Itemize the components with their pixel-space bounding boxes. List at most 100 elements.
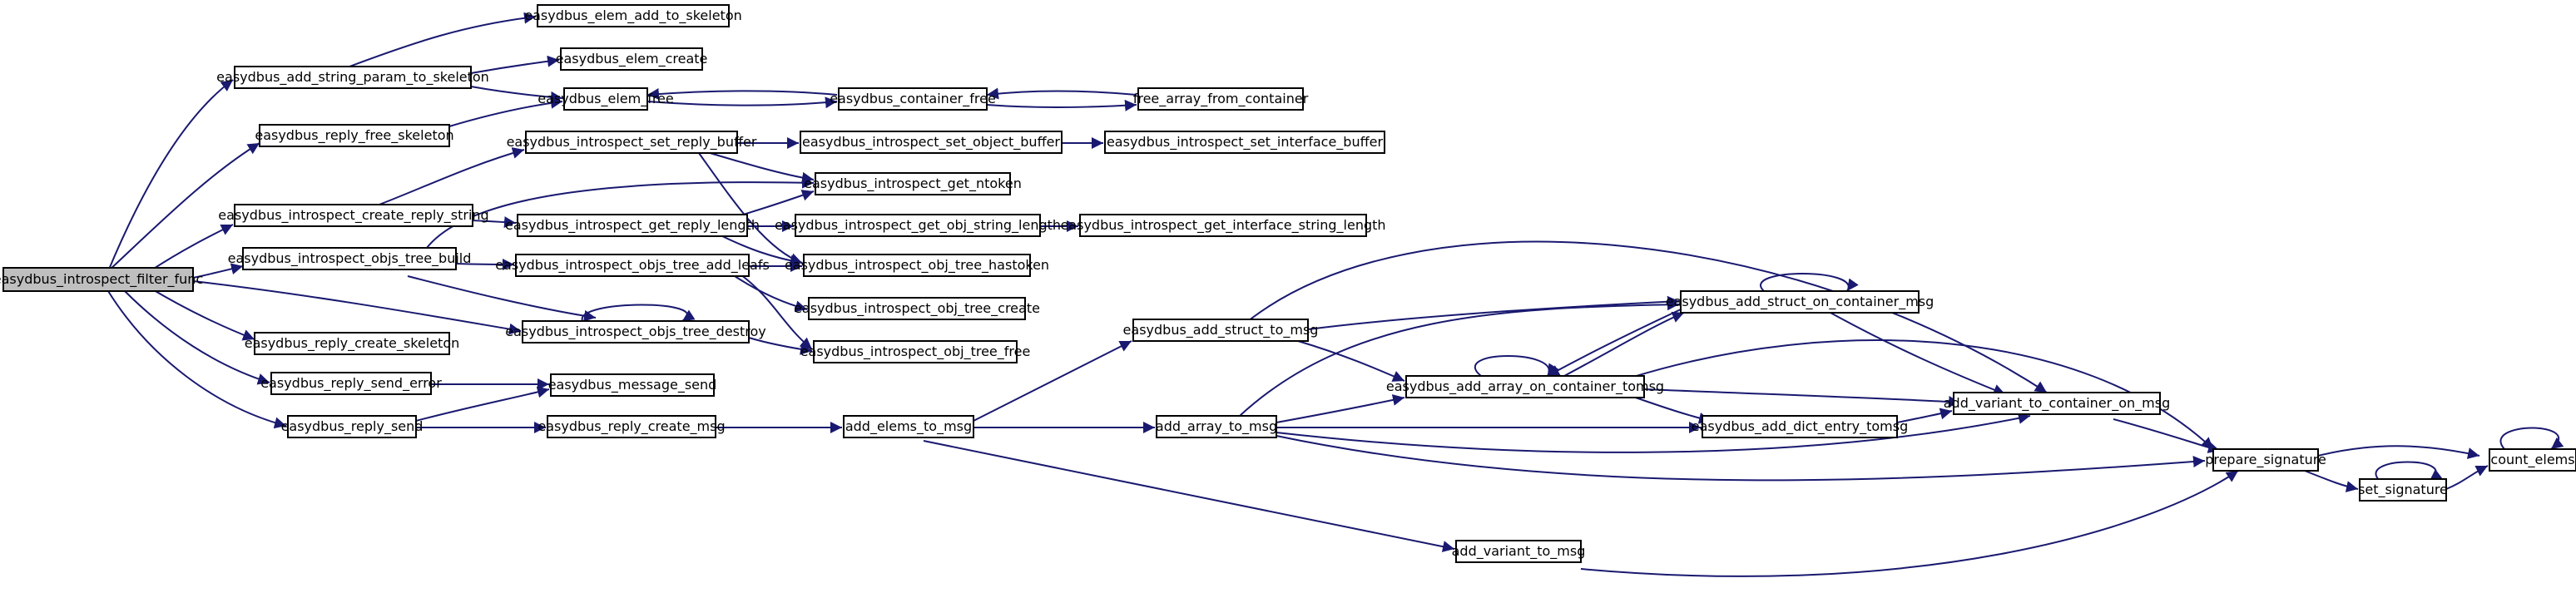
node-box bbox=[800, 131, 1063, 154]
node-elem-create[interactable]: easydbus_elem_create bbox=[556, 47, 708, 71]
edge-create-reply-string-get-reply-length bbox=[470, 216, 517, 229]
node-reply-send[interactable]: easydbus_reply_send bbox=[281, 415, 424, 438]
node-box bbox=[515, 254, 750, 277]
node-count-elems[interactable]: count_elems bbox=[2489, 448, 2576, 472]
node-box bbox=[813, 340, 1018, 363]
node-get-ntoken[interactable]: easydbus_introspect_get_ntoken bbox=[804, 172, 1022, 195]
node-objs-tree-build[interactable]: easydbus_introspect_objs_tree_build bbox=[228, 247, 472, 270]
node-add-struct-on-container[interactable]: easydbus_add_struct_on_container_msg bbox=[1666, 290, 1934, 314]
node-reply-create-msg[interactable]: easydbus_reply_create_msg bbox=[537, 415, 726, 438]
node-label: add_variant_to_container_on_msg bbox=[1944, 395, 2171, 412]
node-label: easydbus_reply_free_skeleton bbox=[255, 127, 453, 144]
node-add-variant-to-msg[interactable]: add_variant_to_msg bbox=[1452, 540, 1586, 563]
edge-prepare-signature-set-signature bbox=[2304, 470, 2359, 492]
edge-set-reply-buffer-get-ntoken bbox=[698, 149, 815, 184]
node-box bbox=[803, 254, 1031, 277]
node-label: prepare_signature bbox=[2205, 452, 2326, 468]
node-elem-free[interactable]: easydbus_elem_free bbox=[537, 87, 674, 111]
node-add-elems-to-msg[interactable]: add_elems_to_msg bbox=[843, 415, 974, 438]
node-label: easydbus_message_send bbox=[548, 377, 717, 393]
edge-root-objs-tree-destroy bbox=[192, 280, 522, 335]
edge-reply-free-skeleton-elem-free bbox=[448, 96, 563, 127]
node-reply-send-error[interactable]: easydbus_reply_send_error bbox=[260, 372, 442, 395]
node-box bbox=[795, 214, 1041, 237]
node-obj-tree-hastoken[interactable]: easydbus_introspect_obj_tree_hastoken bbox=[785, 254, 1049, 277]
node-obj-tree-create[interactable]: easydbus_introspect_obj_tree_create bbox=[794, 297, 1040, 320]
edge-add-string-param-elem-create bbox=[470, 55, 560, 74]
node-box bbox=[2, 267, 194, 292]
node-box bbox=[1455, 540, 1582, 563]
node-label: easydbus_add_string_param_to_skeleton bbox=[216, 69, 489, 86]
node-reply-free-skeleton[interactable]: easydbus_reply_free_skeleton bbox=[255, 124, 454, 147]
node-add-dict-entry[interactable]: easydbus_add_dict_entry_tomsg bbox=[1692, 415, 1908, 438]
edge-container-free-elem-free bbox=[646, 87, 838, 100]
node-label: easydbus_introspect_set_interface_buffer bbox=[1107, 134, 1384, 151]
node-reply-create-skeleton[interactable]: easydbus_reply_create_skeleton bbox=[245, 332, 460, 355]
node-label: set_signature bbox=[2358, 482, 2448, 498]
node-objs-tree-add-leafs[interactable]: easydbus_introspect_objs_tree_add_leafs bbox=[495, 254, 770, 277]
node-label: easydbus_introspect_objs_tree_destroy bbox=[505, 324, 766, 340]
node-container-free[interactable]: easydbus_container_free bbox=[830, 87, 996, 111]
node-root[interactable]: easydbus_introspect_filter_func bbox=[0, 267, 203, 292]
node-set-signature[interactable]: set_signature bbox=[2358, 478, 2448, 502]
node-elem-add-to-skeleton[interactable]: easydbus_elem_add_to_skeleton bbox=[524, 4, 742, 27]
node-create-reply-string[interactable]: easydbus_introspect_create_reply_string bbox=[218, 204, 489, 227]
node-label: easydbus_introspect_create_reply_string bbox=[218, 207, 488, 224]
edge-add-struct-add-array-container bbox=[1297, 340, 1405, 382]
node-add-array-to-msg[interactable]: add_array_to_msg bbox=[1156, 415, 1277, 438]
node-label: easydbus_introspect_filter_func bbox=[0, 271, 203, 288]
node-add-struct-to-msg[interactable]: easydbus_add_struct_to_msg bbox=[1123, 319, 1319, 342]
node-set-object-buffer[interactable]: easydbus_introspect_set_object_buffer bbox=[800, 131, 1063, 154]
node-add-string-param[interactable]: easydbus_add_string_param_to_skeleton bbox=[216, 66, 489, 89]
edge-root-reply-free-skeleton bbox=[107, 142, 260, 272]
node-label: easydbus_introspect_objs_tree_add_leafs bbox=[495, 257, 770, 274]
node-obj-tree-free[interactable]: easydbus_introspect_obj_tree_free bbox=[800, 340, 1031, 363]
edge-destroy-obj-tree-free bbox=[748, 337, 813, 355]
node-label: easydbus_add_struct_to_msg bbox=[1123, 322, 1319, 339]
node-label: easydbus_introspect_obj_tree_create bbox=[794, 300, 1040, 317]
node-add-array-on-container[interactable]: easydbus_add_array_on_container_tomsg bbox=[1386, 375, 1664, 398]
edge-objs-tree-build-destroy bbox=[407, 275, 597, 322]
node-get-obj-string-length[interactable]: easydbus_introspect_get_obj_string_lengt… bbox=[775, 214, 1061, 237]
node-message-send[interactable]: easydbus_message_send bbox=[548, 373, 717, 397]
edge-add-elems-add-variant bbox=[923, 440, 1455, 552]
node-label: easydbus_introspect_get_obj_string_lengt… bbox=[775, 217, 1061, 234]
node-objs-tree-destroy[interactable]: easydbus_introspect_objs_tree_destroy bbox=[505, 320, 766, 343]
node-add-variant-to-container[interactable]: add_variant_to_container_on_msg bbox=[1944, 392, 2171, 415]
node-box bbox=[537, 4, 730, 27]
node-box bbox=[2212, 448, 2319, 472]
node-box bbox=[550, 373, 715, 397]
edge-add-variant-container-prepare-signature bbox=[2113, 418, 2221, 453]
edge-add-variant-prepare-signature bbox=[1580, 470, 2239, 577]
node-get-interface-string-length[interactable]: easydbus_introspect_get_interface_string… bbox=[1060, 214, 1386, 237]
edge-prepare-signature-count-elems bbox=[2317, 445, 2480, 459]
edge-add-array-container-self-loop bbox=[1474, 355, 1559, 377]
node-box bbox=[2359, 478, 2447, 502]
node-label: free_array_from_container bbox=[1133, 91, 1309, 107]
edge-set-signature-count-elems bbox=[2445, 465, 2489, 490]
node-get-reply-length[interactable]: easydbus_introspect_get_reply_length bbox=[505, 214, 760, 237]
node-box bbox=[1953, 392, 2161, 415]
edge-add-array-container-add-dict-entry bbox=[1630, 395, 1712, 424]
node-box bbox=[234, 204, 473, 227]
edge-add-dict-entry-add-variant-container bbox=[1896, 408, 1953, 423]
node-label: easydbus_introspect_get_interface_string… bbox=[1060, 217, 1385, 234]
edge-add-array-container-add-struct-container bbox=[1563, 311, 1685, 377]
edge-free-array-container-free bbox=[986, 87, 1137, 100]
node-label: easydbus_introspect_objs_tree_build bbox=[228, 250, 472, 267]
node-box bbox=[242, 247, 457, 270]
edge-set-reply-buffer-hastoken bbox=[698, 152, 803, 264]
node-prepare-signature[interactable]: prepare_signature bbox=[2205, 448, 2326, 472]
node-set-reply-buffer[interactable]: easydbus_introspect_set_reply_buffer bbox=[507, 131, 757, 154]
node-label: add_array_to_msg bbox=[1156, 418, 1277, 435]
node-set-interface-buffer[interactable]: easydbus_introspect_set_interface_buffer bbox=[1104, 131, 1385, 154]
edge-reply-send-message-send bbox=[415, 386, 550, 422]
node-free-array[interactable]: free_array_from_container bbox=[1133, 87, 1309, 111]
node-box bbox=[838, 87, 988, 111]
node-label: easydbus_add_struct_on_container_msg bbox=[1666, 294, 1934, 310]
node-box bbox=[525, 131, 738, 154]
node-box bbox=[1702, 415, 1898, 438]
node-label: add_variant_to_msg bbox=[1452, 543, 1586, 560]
edge-root-create-reply-string bbox=[149, 224, 234, 272]
edge-add-struct-add-variant-container bbox=[1247, 240, 2048, 393]
